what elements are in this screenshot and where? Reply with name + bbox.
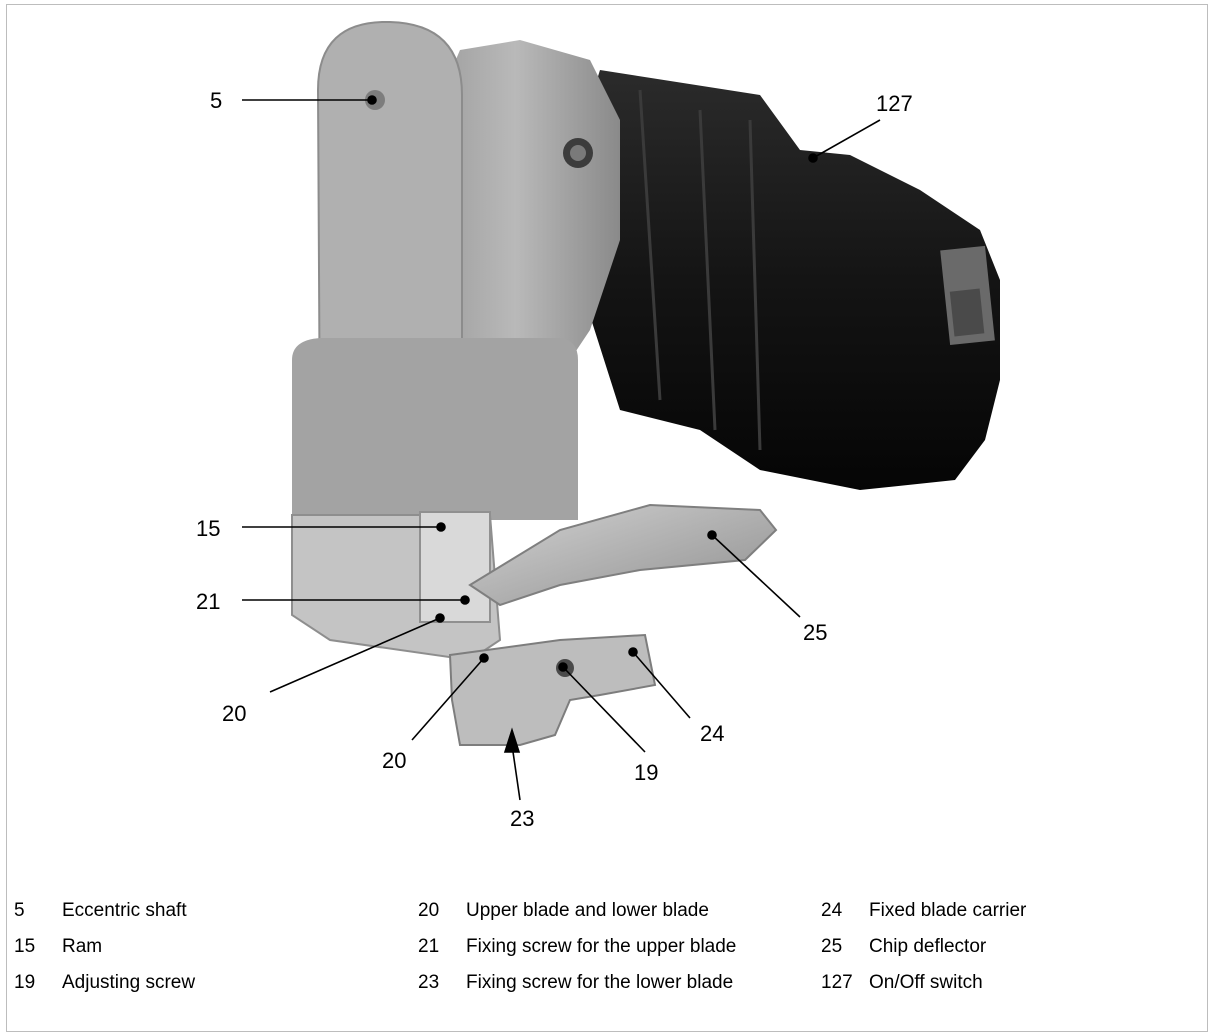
legend: 5 Eccentric shaft 15 Ram 19 Adjusting sc… [0, 895, 1213, 1015]
shear-tool-figure: 5 127 15 21 25 20 24 20 19 23 [196, 20, 1000, 831]
legend-num: 23 [418, 972, 440, 993]
chip-deflector [468, 503, 778, 607]
leader-5-dot [367, 95, 377, 105]
leader-127-dot [808, 153, 818, 163]
callout-21: 21 [196, 589, 220, 614]
callout-24: 24 [700, 721, 724, 746]
leader-20b-dot [479, 653, 489, 663]
legend-num: 20 [418, 900, 440, 921]
housing-neck [292, 338, 578, 520]
leader-15-dot [436, 522, 446, 532]
legend-text: Fixing screw for the upper blade [466, 936, 737, 957]
callout-25: 25 [803, 620, 827, 645]
legend-text: Fixing screw for the lower blade [466, 972, 734, 993]
legend-num: 5 [14, 900, 25, 921]
leader-23 [511, 744, 521, 801]
legend-num: 24 [821, 900, 843, 921]
callout-127: 127 [876, 91, 913, 116]
callout-19: 19 [634, 760, 658, 785]
callout-20b: 20 [382, 748, 406, 773]
motor-body [575, 70, 1000, 490]
callout-23: 23 [510, 806, 534, 831]
leader-127 [812, 119, 881, 159]
leader-20a [269, 617, 441, 693]
legend-text: Upper blade and lower blade [466, 900, 709, 921]
callout-labels: 5 127 15 21 25 20 24 20 19 23 [196, 88, 913, 831]
leader-24 [632, 651, 691, 719]
leader-24-dot [628, 647, 638, 657]
leader-25 [711, 534, 801, 618]
legend-num: 19 [14, 972, 36, 993]
leader-20a-dot [435, 613, 445, 623]
leader-20b [411, 657, 485, 741]
legend-text: Ram [62, 936, 103, 957]
leader-lines [242, 95, 881, 801]
callout-15: 15 [196, 516, 220, 541]
head-screw-inner [570, 145, 586, 161]
fixed-blade-carrier [448, 633, 657, 746]
legend-num: 21 [418, 936, 440, 957]
leader-19-dot [558, 662, 568, 672]
legend-num: 25 [821, 936, 843, 957]
legend-text: Adjusting screw [62, 972, 196, 993]
legend-num: 127 [821, 972, 853, 993]
tool-illustration [291, 20, 1000, 746]
legend-text: Chip deflector [869, 936, 987, 957]
leader-21-dot [460, 595, 470, 605]
legend-text: On/Off switch [869, 972, 983, 993]
leader-19 [562, 666, 646, 753]
legend-num: 15 [14, 936, 36, 957]
callout-20a: 20 [222, 701, 246, 726]
legend-text: Fixed blade carrier [869, 900, 1027, 921]
leader-23-arrow [503, 727, 521, 753]
callout-5: 5 [210, 88, 222, 113]
legend-text: Eccentric shaft [62, 900, 187, 921]
motor-rings [638, 89, 762, 451]
leader-25-dot [707, 530, 717, 540]
ram [419, 511, 491, 623]
motor-label-inner [949, 288, 985, 337]
